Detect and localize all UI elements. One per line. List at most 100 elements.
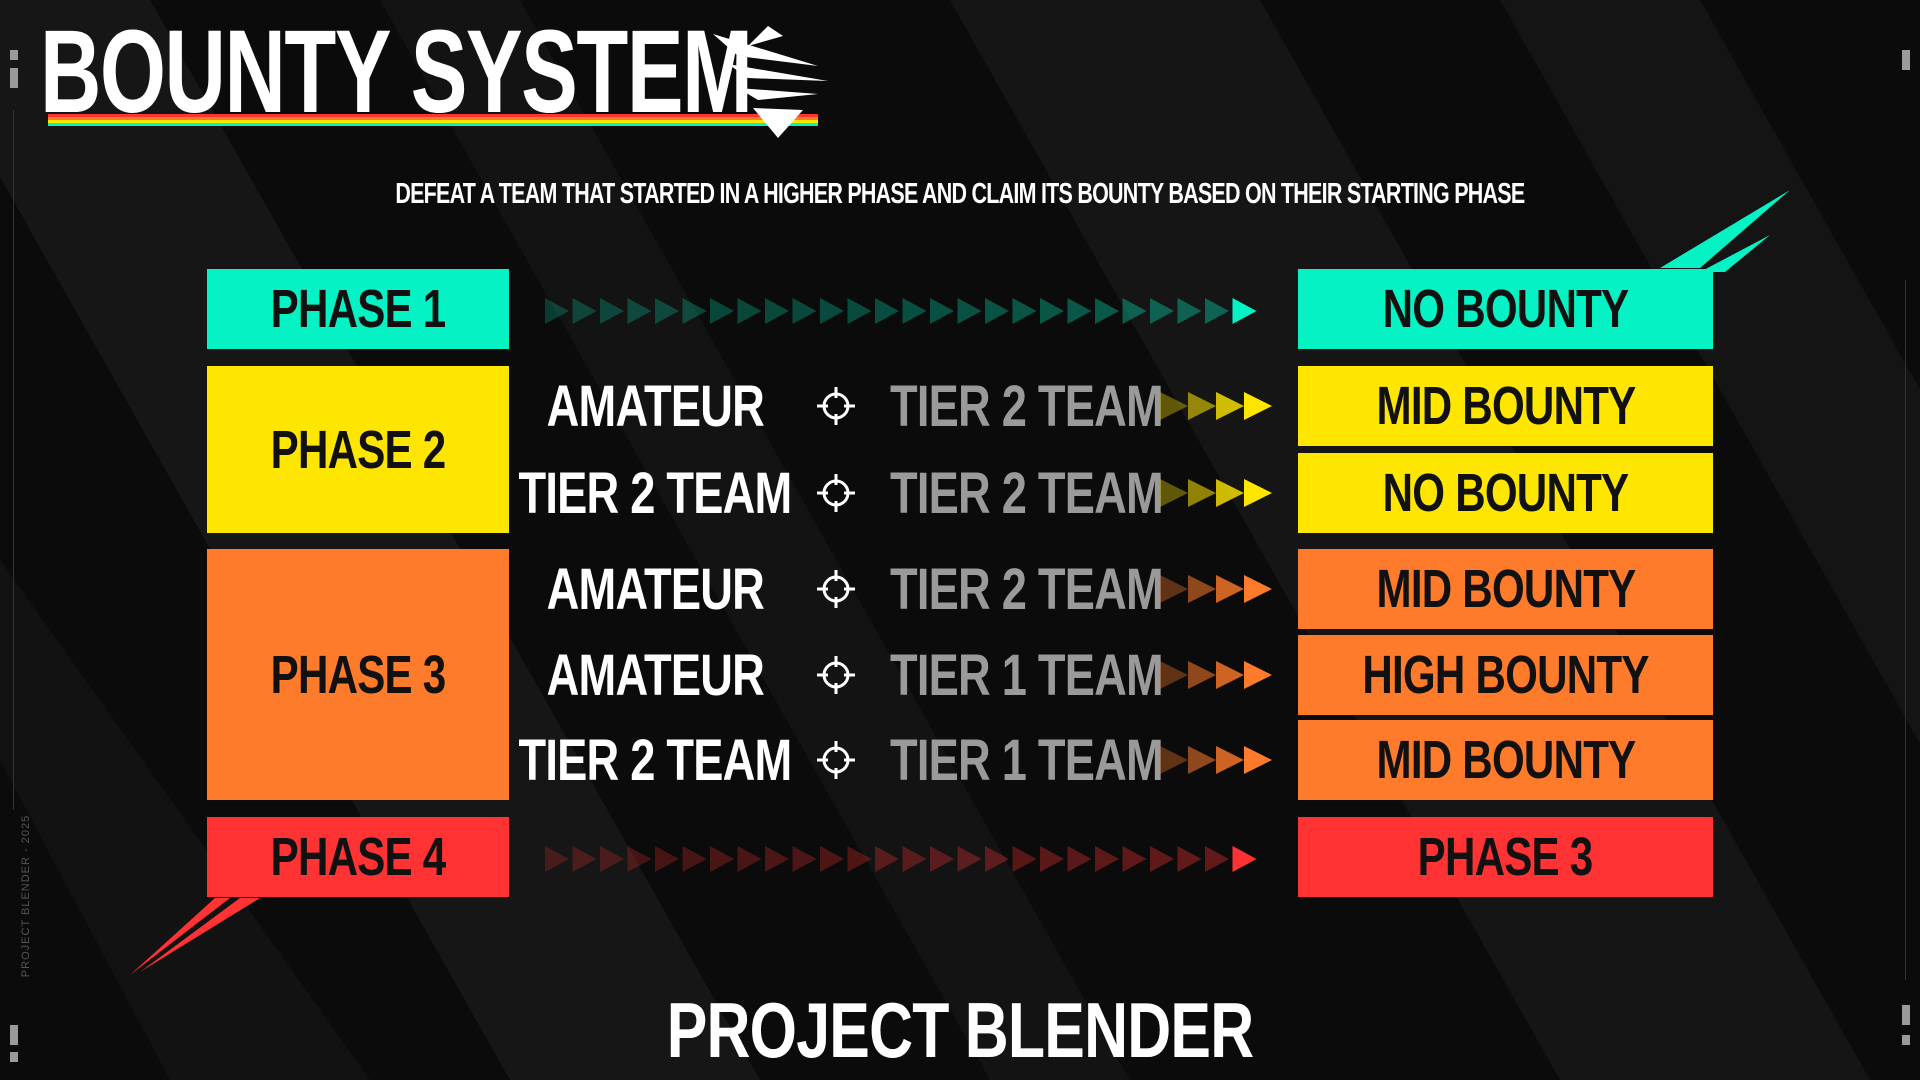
arrow-chevron bbox=[600, 298, 624, 324]
arrow-chevron bbox=[1160, 392, 1188, 420]
arrow-chevron bbox=[1160, 575, 1188, 603]
arrow-chevron bbox=[847, 846, 872, 872]
phase-4-box: PHASE 4 bbox=[207, 817, 509, 897]
crosshair-icon bbox=[815, 654, 857, 696]
arrow-chevron bbox=[1244, 392, 1272, 420]
arrow-row-phase-1 bbox=[545, 298, 1257, 324]
arrow-chevron bbox=[1177, 846, 1202, 872]
phase-4-result: PHASE 3 bbox=[1298, 817, 1713, 897]
result-box: NO BOUNTY bbox=[1298, 453, 1713, 533]
subtitle: DEFEAT A TEAM THAT STARTED IN A HIGHER P… bbox=[395, 178, 1525, 210]
arrow-chevron bbox=[1216, 479, 1244, 507]
result-box: MID BOUNTY bbox=[1298, 549, 1713, 629]
footer-logo: PROJECT BLENDER bbox=[666, 986, 1254, 1074]
arrow-chevron bbox=[847, 298, 872, 324]
arrow-chevron bbox=[1188, 479, 1216, 507]
arrow-chevron bbox=[627, 298, 652, 324]
phase-3-label: PHASE 3 bbox=[270, 644, 447, 705]
arrow-chevron bbox=[1095, 298, 1119, 324]
arrow-chevron bbox=[957, 298, 982, 324]
arrow-chevron bbox=[572, 298, 597, 324]
arrow-chevron bbox=[1244, 746, 1272, 774]
attacker-team: AMATEUR bbox=[546, 642, 764, 708]
arrow-chevron bbox=[1040, 298, 1064, 324]
arrow-chevron bbox=[1216, 746, 1244, 774]
arrow-chevron bbox=[875, 298, 899, 324]
phase-2-label: PHASE 2 bbox=[270, 419, 447, 480]
arrow-chevron bbox=[1150, 298, 1174, 324]
attacker-team: AMATEUR bbox=[546, 556, 764, 622]
arrow-chevron bbox=[1244, 479, 1272, 507]
side-mark-bottom-right bbox=[1902, 1005, 1910, 1025]
attacker-team: TIER 2 TEAM bbox=[518, 727, 793, 793]
arrow-chevron bbox=[792, 846, 817, 872]
arrow-chevron bbox=[1205, 846, 1229, 872]
crosshair-icon bbox=[815, 568, 857, 610]
arrow-chevron bbox=[1095, 846, 1119, 872]
arrow-chevron bbox=[545, 846, 569, 872]
arrow-chevron bbox=[682, 846, 707, 872]
target-team: TIER 2 TEAM bbox=[890, 460, 1164, 526]
chevron-right-icon bbox=[1160, 392, 1272, 420]
arrow-chevron bbox=[572, 846, 597, 872]
arrow-chevron bbox=[655, 846, 679, 872]
arrow-chevron bbox=[1040, 846, 1064, 872]
arrow-chevron bbox=[902, 298, 927, 324]
arrow-chevron bbox=[1216, 661, 1244, 689]
arrow-chevron bbox=[1188, 575, 1216, 603]
arrow-chevron bbox=[1216, 575, 1244, 603]
arrow-chevron bbox=[655, 298, 679, 324]
lightning-logo-icon bbox=[713, 26, 828, 138]
target-team: TIER 1 TEAM bbox=[890, 727, 1164, 793]
arrow-chevron bbox=[1232, 846, 1257, 872]
arrow-chevron bbox=[545, 298, 569, 324]
arrow-chevron bbox=[1160, 746, 1188, 774]
arrow-chevron bbox=[737, 846, 762, 872]
crosshair-icon bbox=[815, 385, 857, 427]
arrow-chevron bbox=[820, 846, 844, 872]
title-stripes bbox=[48, 114, 818, 132]
arrow-chevron bbox=[1150, 846, 1174, 872]
arrow-chevron bbox=[765, 846, 789, 872]
arrow-chevron bbox=[1232, 298, 1257, 324]
arrow-chevron bbox=[930, 298, 954, 324]
arrow-chevron bbox=[1188, 661, 1216, 689]
arrow-chevron bbox=[1067, 298, 1092, 324]
phase-1-label: PHASE 1 bbox=[270, 279, 447, 339]
arrow-chevron bbox=[710, 298, 734, 324]
phase-4-label: PHASE 4 bbox=[270, 827, 447, 887]
chevron-right-icon bbox=[1160, 746, 1272, 774]
arrow-chevron bbox=[930, 846, 954, 872]
arrow-chevron bbox=[710, 846, 734, 872]
chevron-right-icon bbox=[1160, 661, 1272, 689]
arrow-chevron bbox=[1012, 298, 1037, 324]
arrow-row-phase-4 bbox=[545, 846, 1257, 872]
side-mark-top-left bbox=[10, 50, 18, 60]
crosshair-icon bbox=[815, 739, 857, 781]
arrow-chevron bbox=[765, 298, 789, 324]
side-line-left bbox=[13, 110, 14, 810]
arrow-chevron bbox=[1188, 392, 1216, 420]
side-mark-bottom-left-2 bbox=[10, 1052, 18, 1062]
target-team: TIER 2 TEAM bbox=[890, 373, 1164, 439]
arrow-chevron bbox=[627, 846, 652, 872]
phase-3-box: PHASE 3 bbox=[207, 549, 509, 800]
phase-2-box: PHASE 2 bbox=[207, 366, 509, 533]
title-block: BOUNTY SYSTEM bbox=[40, 13, 828, 138]
crosshair-icon bbox=[815, 472, 857, 514]
arrow-chevron bbox=[902, 846, 927, 872]
phase-1-box: PHASE 1 bbox=[207, 269, 509, 349]
arrow-chevron bbox=[985, 298, 1009, 324]
arrow-chevron bbox=[1205, 298, 1229, 324]
chevron-right-icon bbox=[1160, 575, 1272, 603]
result-box: MID BOUNTY bbox=[1298, 720, 1713, 800]
chevron-right-icon bbox=[1160, 479, 1272, 507]
arrow-chevron bbox=[1160, 479, 1188, 507]
phase-1-result: NO BOUNTY bbox=[1298, 269, 1713, 349]
arrow-chevron bbox=[600, 846, 624, 872]
arrow-chevron bbox=[682, 298, 707, 324]
side-mark-bottom-left bbox=[10, 1025, 18, 1045]
arrow-chevron bbox=[1244, 661, 1272, 689]
arrow-chevron bbox=[1188, 746, 1216, 774]
arrow-chevron bbox=[1160, 661, 1188, 689]
